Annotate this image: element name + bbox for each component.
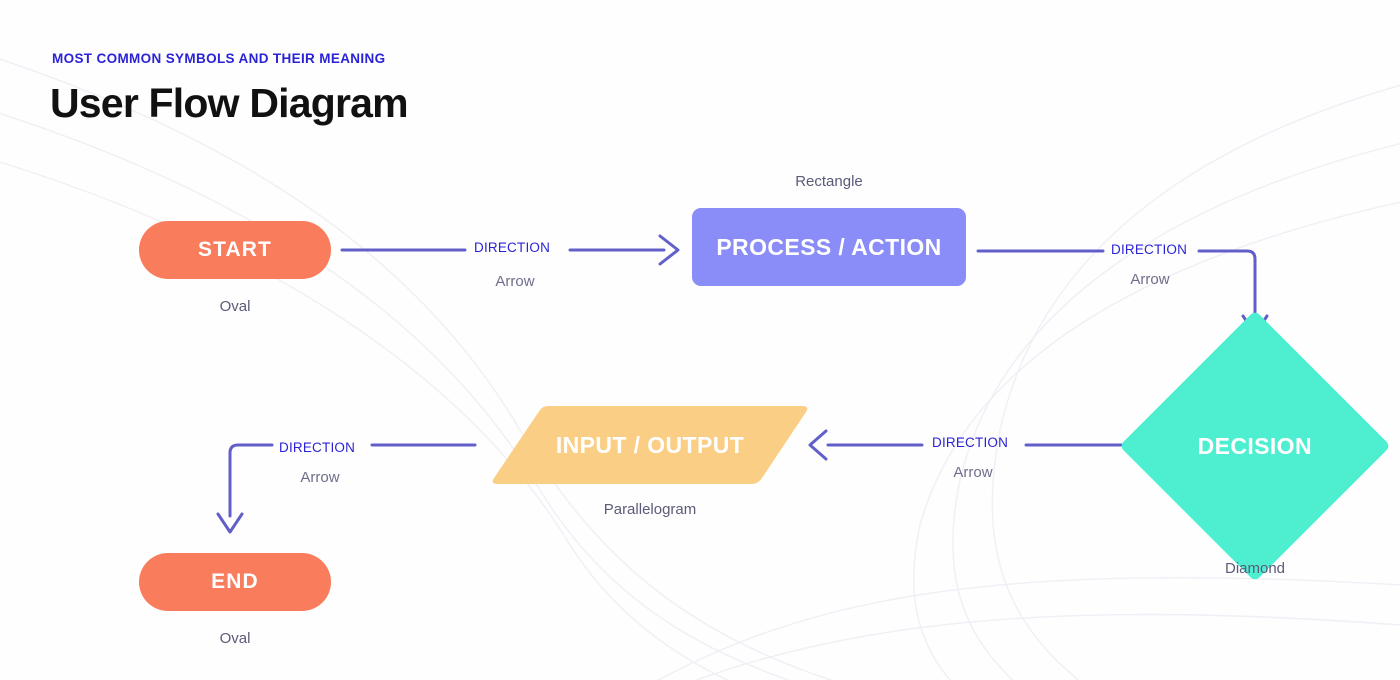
- node-input-output-shape-caption: Parallelogram: [603, 501, 697, 518]
- connector-4-arrowhead: [216, 512, 244, 534]
- node-input-output[interactable]: INPUT / OUTPUT: [490, 406, 810, 484]
- connector-2-direction-label: DIRECTION: [1111, 242, 1188, 257]
- node-start[interactable]: START: [139, 221, 331, 279]
- node-input-output-label: INPUT / OUTPUT: [555, 431, 745, 458]
- connector-2-shape-caption: Arrow: [1130, 271, 1170, 288]
- node-end-label: END: [211, 570, 259, 593]
- node-decision-shape-caption: Diamond: [1224, 560, 1286, 577]
- connector-4-shape-caption: Arrow: [300, 469, 340, 486]
- parallelogram-shape: [492, 406, 808, 484]
- connector-3-shape-caption: Arrow: [953, 464, 993, 481]
- connector-1-arrowhead: [658, 234, 680, 266]
- node-end-shape-caption: Oval: [219, 630, 251, 647]
- node-end[interactable]: END: [139, 553, 331, 611]
- node-process-shape-caption: Rectangle: [795, 173, 863, 190]
- node-start-shape-caption: Oval: [219, 298, 251, 315]
- node-start-label: START: [198, 238, 272, 261]
- node-decision-label: DECISION: [1197, 432, 1313, 459]
- node-decision[interactable]: DECISION: [1119, 310, 1391, 582]
- page-title: User Flow Diagram: [50, 80, 409, 126]
- node-process-label: PROCESS / ACTION: [716, 233, 942, 260]
- connector-4-direction-label: DIRECTION: [279, 440, 356, 455]
- connector-3-direction-label: DIRECTION: [932, 435, 1009, 450]
- connector-3-arrowhead: [808, 429, 828, 461]
- connector-1-shape-caption: Arrow: [495, 273, 535, 290]
- node-process[interactable]: PROCESS / ACTION: [692, 208, 966, 286]
- page-eyebrow: MOST COMMON SYMBOLS AND THEIR MEANING: [52, 51, 386, 66]
- connector-1-direction-label: DIRECTION: [474, 240, 551, 255]
